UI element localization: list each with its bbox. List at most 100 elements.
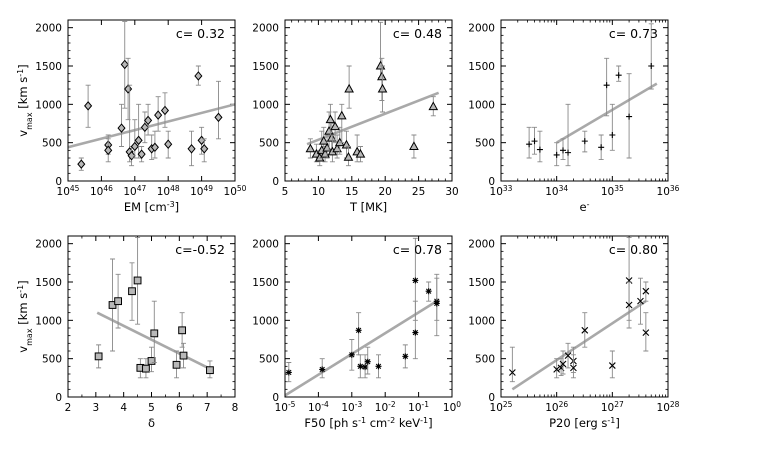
data-point — [348, 351, 355, 358]
data-point — [642, 329, 650, 336]
data-point — [336, 110, 347, 120]
x-tick-label: 1033 — [490, 184, 513, 199]
y-tick-label: 500 — [42, 138, 62, 150]
data-point — [625, 277, 633, 284]
data-layer — [285, 237, 440, 397]
data-point — [325, 114, 336, 124]
data-point — [375, 60, 386, 70]
data-layer — [68, 21, 241, 171]
data-point — [130, 141, 139, 152]
data-point — [570, 364, 577, 372]
x-tick-label: 20 — [379, 186, 392, 198]
data-point — [412, 329, 419, 336]
error-bar — [215, 80, 221, 140]
x-tick-label: 7 — [204, 402, 211, 414]
data-point — [377, 83, 388, 93]
data-point — [409, 141, 419, 150]
correlation-label: c= 0.73 — [609, 26, 658, 41]
y-tick-label: 1500 — [252, 277, 279, 289]
x-tick-label: 1048 — [157, 184, 180, 199]
x-tick-label: 5 — [148, 402, 155, 414]
x-tick-label: 1047 — [123, 184, 146, 199]
data-point — [187, 144, 196, 154]
y-tick-label: 0 — [488, 176, 495, 188]
data-point — [364, 358, 371, 365]
correlation-label: c= 0.78 — [393, 242, 442, 257]
fit-line — [285, 300, 438, 397]
data-point — [343, 152, 354, 161]
y-tick-label: 1000 — [252, 99, 279, 111]
data-point — [305, 143, 316, 153]
x-tick-label: 1028 — [657, 400, 680, 415]
data-point — [625, 301, 633, 309]
data-layer — [526, 23, 658, 167]
data-point — [179, 351, 188, 360]
error-bar — [236, 62, 241, 104]
data-point — [433, 300, 440, 307]
x-tick-label: 10-3 — [341, 400, 362, 415]
data-point — [603, 82, 610, 89]
x-tick-label: 10 — [312, 186, 325, 198]
data-point — [117, 123, 126, 133]
data-point — [362, 364, 369, 371]
data-point — [357, 363, 364, 370]
x-axis-label: EM [cm-3] — [124, 200, 179, 215]
y-tick-label: 500 — [259, 354, 279, 366]
y-tick-label: 1500 — [468, 61, 495, 73]
error-bar — [136, 103, 142, 159]
data-point — [615, 72, 622, 79]
data-point — [214, 112, 223, 123]
x-tick-label: 1026 — [545, 400, 568, 415]
correlation-label: c=-0.52 — [175, 242, 225, 257]
y-tick-label: 500 — [475, 354, 495, 366]
data-point — [206, 366, 214, 375]
correlation-label: c= 0.80 — [609, 242, 658, 257]
fit-line — [68, 103, 235, 149]
data-point — [160, 105, 170, 116]
data-point — [200, 144, 209, 154]
data-point — [120, 59, 129, 70]
x-tick-label: 1046 — [90, 184, 113, 199]
data-point — [127, 150, 136, 161]
data-point — [332, 143, 342, 153]
x-tick-label: 30 — [445, 186, 458, 198]
correlation-label: c= 0.32 — [176, 26, 225, 41]
data-point — [150, 142, 159, 153]
data-point — [355, 148, 366, 158]
data-point — [608, 362, 616, 369]
y-tick-label: 2000 — [468, 239, 495, 251]
x-tick-label: 1034 — [545, 184, 568, 199]
x-axis-label: e- — [580, 200, 590, 215]
y-tick-label: 1500 — [468, 277, 495, 289]
data-point — [581, 138, 588, 145]
x-tick-label: 1027 — [601, 400, 624, 415]
y-axis-label: vmax [km s-1] — [16, 280, 34, 352]
data-point — [144, 115, 153, 126]
data-point — [319, 366, 326, 373]
error-bar — [609, 103, 615, 151]
data-layer — [508, 237, 650, 391]
data-point — [642, 287, 650, 295]
x-tick-label: 1036 — [657, 184, 680, 199]
data-point — [134, 135, 143, 146]
data-point — [142, 364, 150, 373]
y-tick-label: 1000 — [468, 315, 495, 327]
plot-frame — [500, 19, 669, 182]
data-point — [553, 151, 560, 158]
data-point — [344, 83, 354, 93]
data-point — [128, 287, 136, 296]
y-tick-label: 2000 — [35, 23, 62, 35]
x-tick-label: 8 — [232, 402, 239, 414]
data-point — [77, 159, 86, 169]
data-point — [94, 352, 103, 361]
data-point — [234, 85, 235, 87]
plot-frame — [67, 235, 236, 398]
x-tick-label: 10-2 — [375, 400, 396, 415]
plot-frame — [67, 19, 236, 182]
y-tick-label: 1000 — [35, 315, 62, 327]
